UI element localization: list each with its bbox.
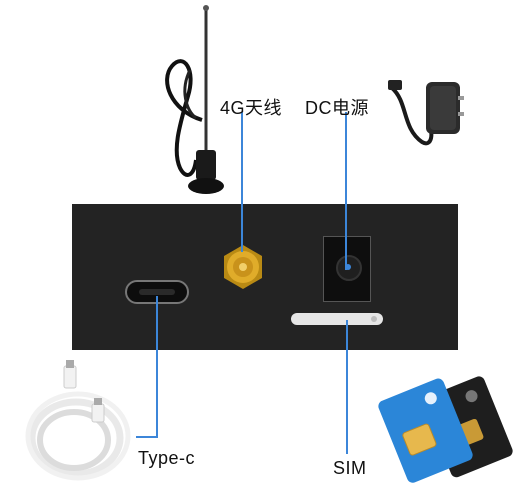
dc-adapter-icon	[388, 80, 464, 146]
sim-callout-line-v	[346, 320, 348, 454]
antenna-icon	[165, 5, 224, 194]
type-c-port	[125, 280, 189, 304]
type-c-callout-line-v	[156, 296, 158, 438]
dc-callout-line	[345, 112, 347, 270]
sim-cards-icon	[378, 376, 513, 483]
type-c-callout-line-h	[136, 436, 158, 438]
dc-power-label: DC电源	[305, 98, 369, 118]
device-panel	[72, 204, 458, 350]
usb-cable-icon	[25, 360, 131, 481]
dc-jack	[323, 236, 371, 302]
sim-slot	[291, 313, 383, 325]
sim-label: SIM	[333, 458, 367, 478]
type-c-label: Type-c	[138, 448, 196, 468]
sma-connector-icon	[224, 245, 262, 289]
antenna-label: 4G天线	[220, 98, 283, 118]
antenna-callout-line	[241, 112, 243, 252]
